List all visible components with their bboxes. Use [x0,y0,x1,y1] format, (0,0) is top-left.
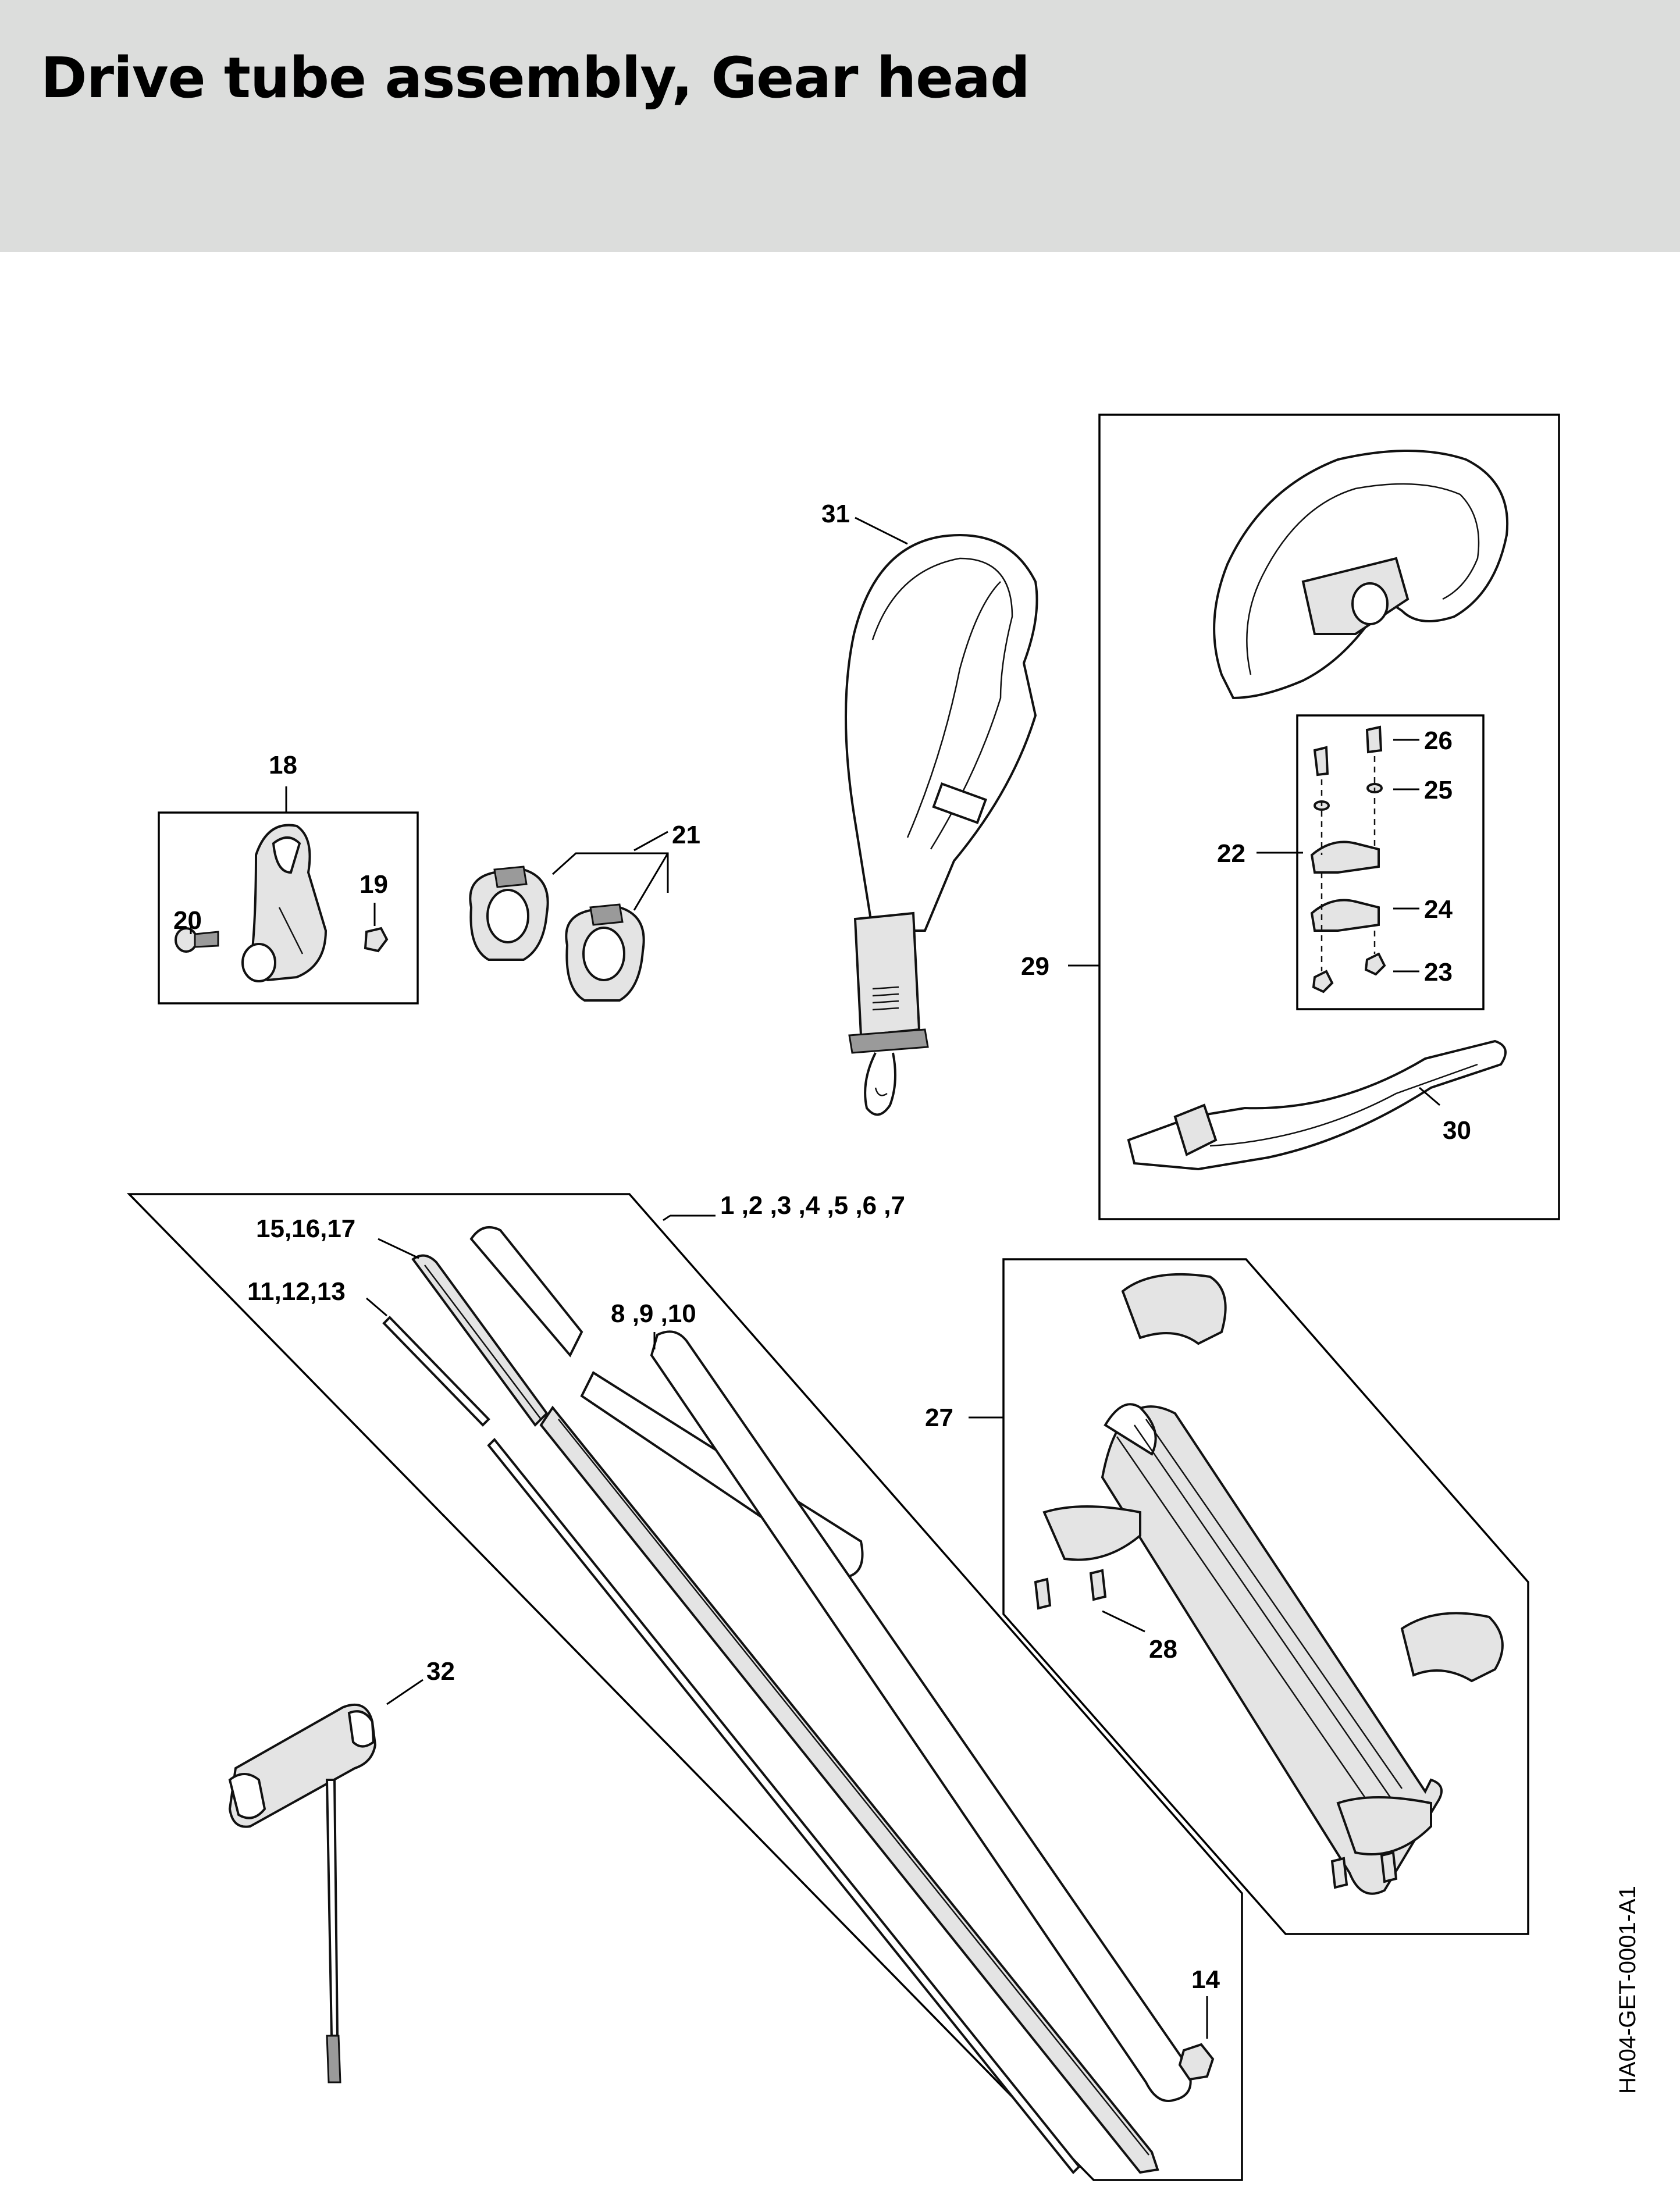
box-throttle-housing [158,811,419,1005]
callout-19: 19 [360,870,388,899]
leader-15-17 [378,1238,419,1259]
leader-21 [551,852,669,911]
screws-28-icon [1034,1569,1398,1889]
callout-14: 14 [1191,1965,1220,1994]
callout-8-10: 8 ,9 ,10 [611,1299,696,1328]
loop-handle-icon [1213,450,1509,700]
callout-22: 22 [1217,839,1245,868]
callout-32: 32 [426,1657,455,1686]
document-code: HA04-GET-0001-A1 [1615,1886,1640,2094]
callout-1-7: 1 ,2 ,3 ,4 ,5 ,6 ,7 [720,1191,905,1220]
callout-25: 25 [1424,776,1453,804]
nut-icon [364,927,389,953]
callout-26: 26 [1424,726,1453,755]
nut-14-icon [1178,2043,1215,2081]
callout-20: 20 [173,906,202,935]
leader-21b [633,831,668,852]
harness-strap-icon [845,533,1038,1116]
box-drive-tube [126,1193,1243,2181]
callout-18: 18 [269,751,297,779]
callout-23: 23 [1424,958,1453,986]
callout-24: 24 [1424,895,1453,924]
bike-handle-icon [1042,1273,1504,1895]
callout-29: 29 [1021,952,1049,981]
box-clamp-hardware [1296,714,1485,1010]
header-band: Drive tube assembly, Gear head [0,0,1680,252]
callout-11-13: 11,12,13 [247,1277,346,1306]
drive-tube-icon [382,1226,1192,2174]
callout-28: 28 [1149,1635,1177,1664]
leader-11-13 [366,1297,387,1317]
leader-31 [855,517,908,545]
callout-27: 27 [925,1404,953,1432]
leader-32 [386,1679,423,1705]
leader-28 [1102,1610,1145,1633]
leader-1-7b [663,1214,671,1221]
combination-wrench-icon [228,1704,377,2083]
callout-31: 31 [821,500,850,528]
callout-21: 21 [672,821,700,849]
box-loop-handle [1098,414,1560,1220]
callout-30: 30 [1443,1116,1471,1145]
handle-support-icon [1127,1039,1507,1171]
throttle-housing-icon [241,824,328,982]
tube-clamps-icon [469,865,645,1002]
leader-30 [1419,1087,1440,1106]
hardware-icon [1310,725,1386,993]
box-bike-handle [1002,1258,1529,1935]
page-title: Drive tube assembly, Gear head [41,45,1030,111]
callout-15-17: 15,16,17 [256,1214,355,1243]
